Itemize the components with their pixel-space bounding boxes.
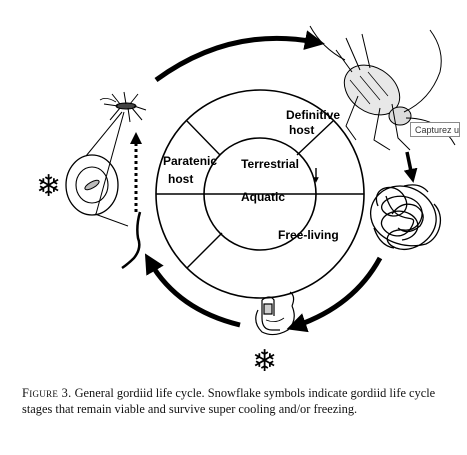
- free-living-label: Free-living: [278, 228, 339, 242]
- definitive-host-label-line1: Definitive: [286, 108, 340, 122]
- aquatic-worm-larva-illustration: [121, 211, 142, 270]
- snowflake-icon: ❄: [252, 344, 277, 379]
- definitive-host-label-line2: host: [289, 123, 314, 137]
- snowflake-icon: ❄: [36, 169, 61, 204]
- capture-tooltip[interactable]: Capturez une: [410, 122, 460, 137]
- figure-caption-text: General gordiid life cycle. Snowflake sy…: [22, 386, 436, 416]
- cycle-arrow-top: [154, 30, 325, 83]
- ring-diagram: Terrestrial Aquatic Paratenic host Defin…: [155, 89, 365, 299]
- figure-caption: Figure 3. General gordiid life cycle. Sn…: [22, 386, 452, 417]
- free-living-worm-tangle-illustration: [370, 184, 442, 250]
- cricket-to-tangle-arrow: [403, 151, 418, 183]
- paratenic-host-label-line2: host: [168, 172, 193, 186]
- aquatic-label: Aquatic: [241, 190, 285, 204]
- cycle-arrow-lower-left: [144, 253, 241, 328]
- life-cycle-diagram: Terrestrial Aquatic Paratenic host Defin…: [36, 25, 456, 379]
- diagonal-divider-upper-left: [186, 120, 221, 156]
- cycle-arrow-bottom: [286, 256, 383, 333]
- figure-label: Figure 3.: [22, 386, 72, 400]
- paratenic-host-label-line1: Paratenic: [163, 154, 217, 168]
- cyst-magnified-view: [65, 111, 129, 227]
- terrestrial-label: Terrestrial: [241, 157, 299, 171]
- diagonal-divider-lower-left: [186, 232, 223, 269]
- cycle-arrows: [130, 30, 418, 333]
- aquatic-larva-illustration: [255, 291, 295, 336]
- paratenic-host-mosquito-illustration: [99, 91, 147, 123]
- cricket-definitive-host-illustration: [309, 25, 456, 151]
- diagonal-divider-upper-right: [296, 120, 334, 156]
